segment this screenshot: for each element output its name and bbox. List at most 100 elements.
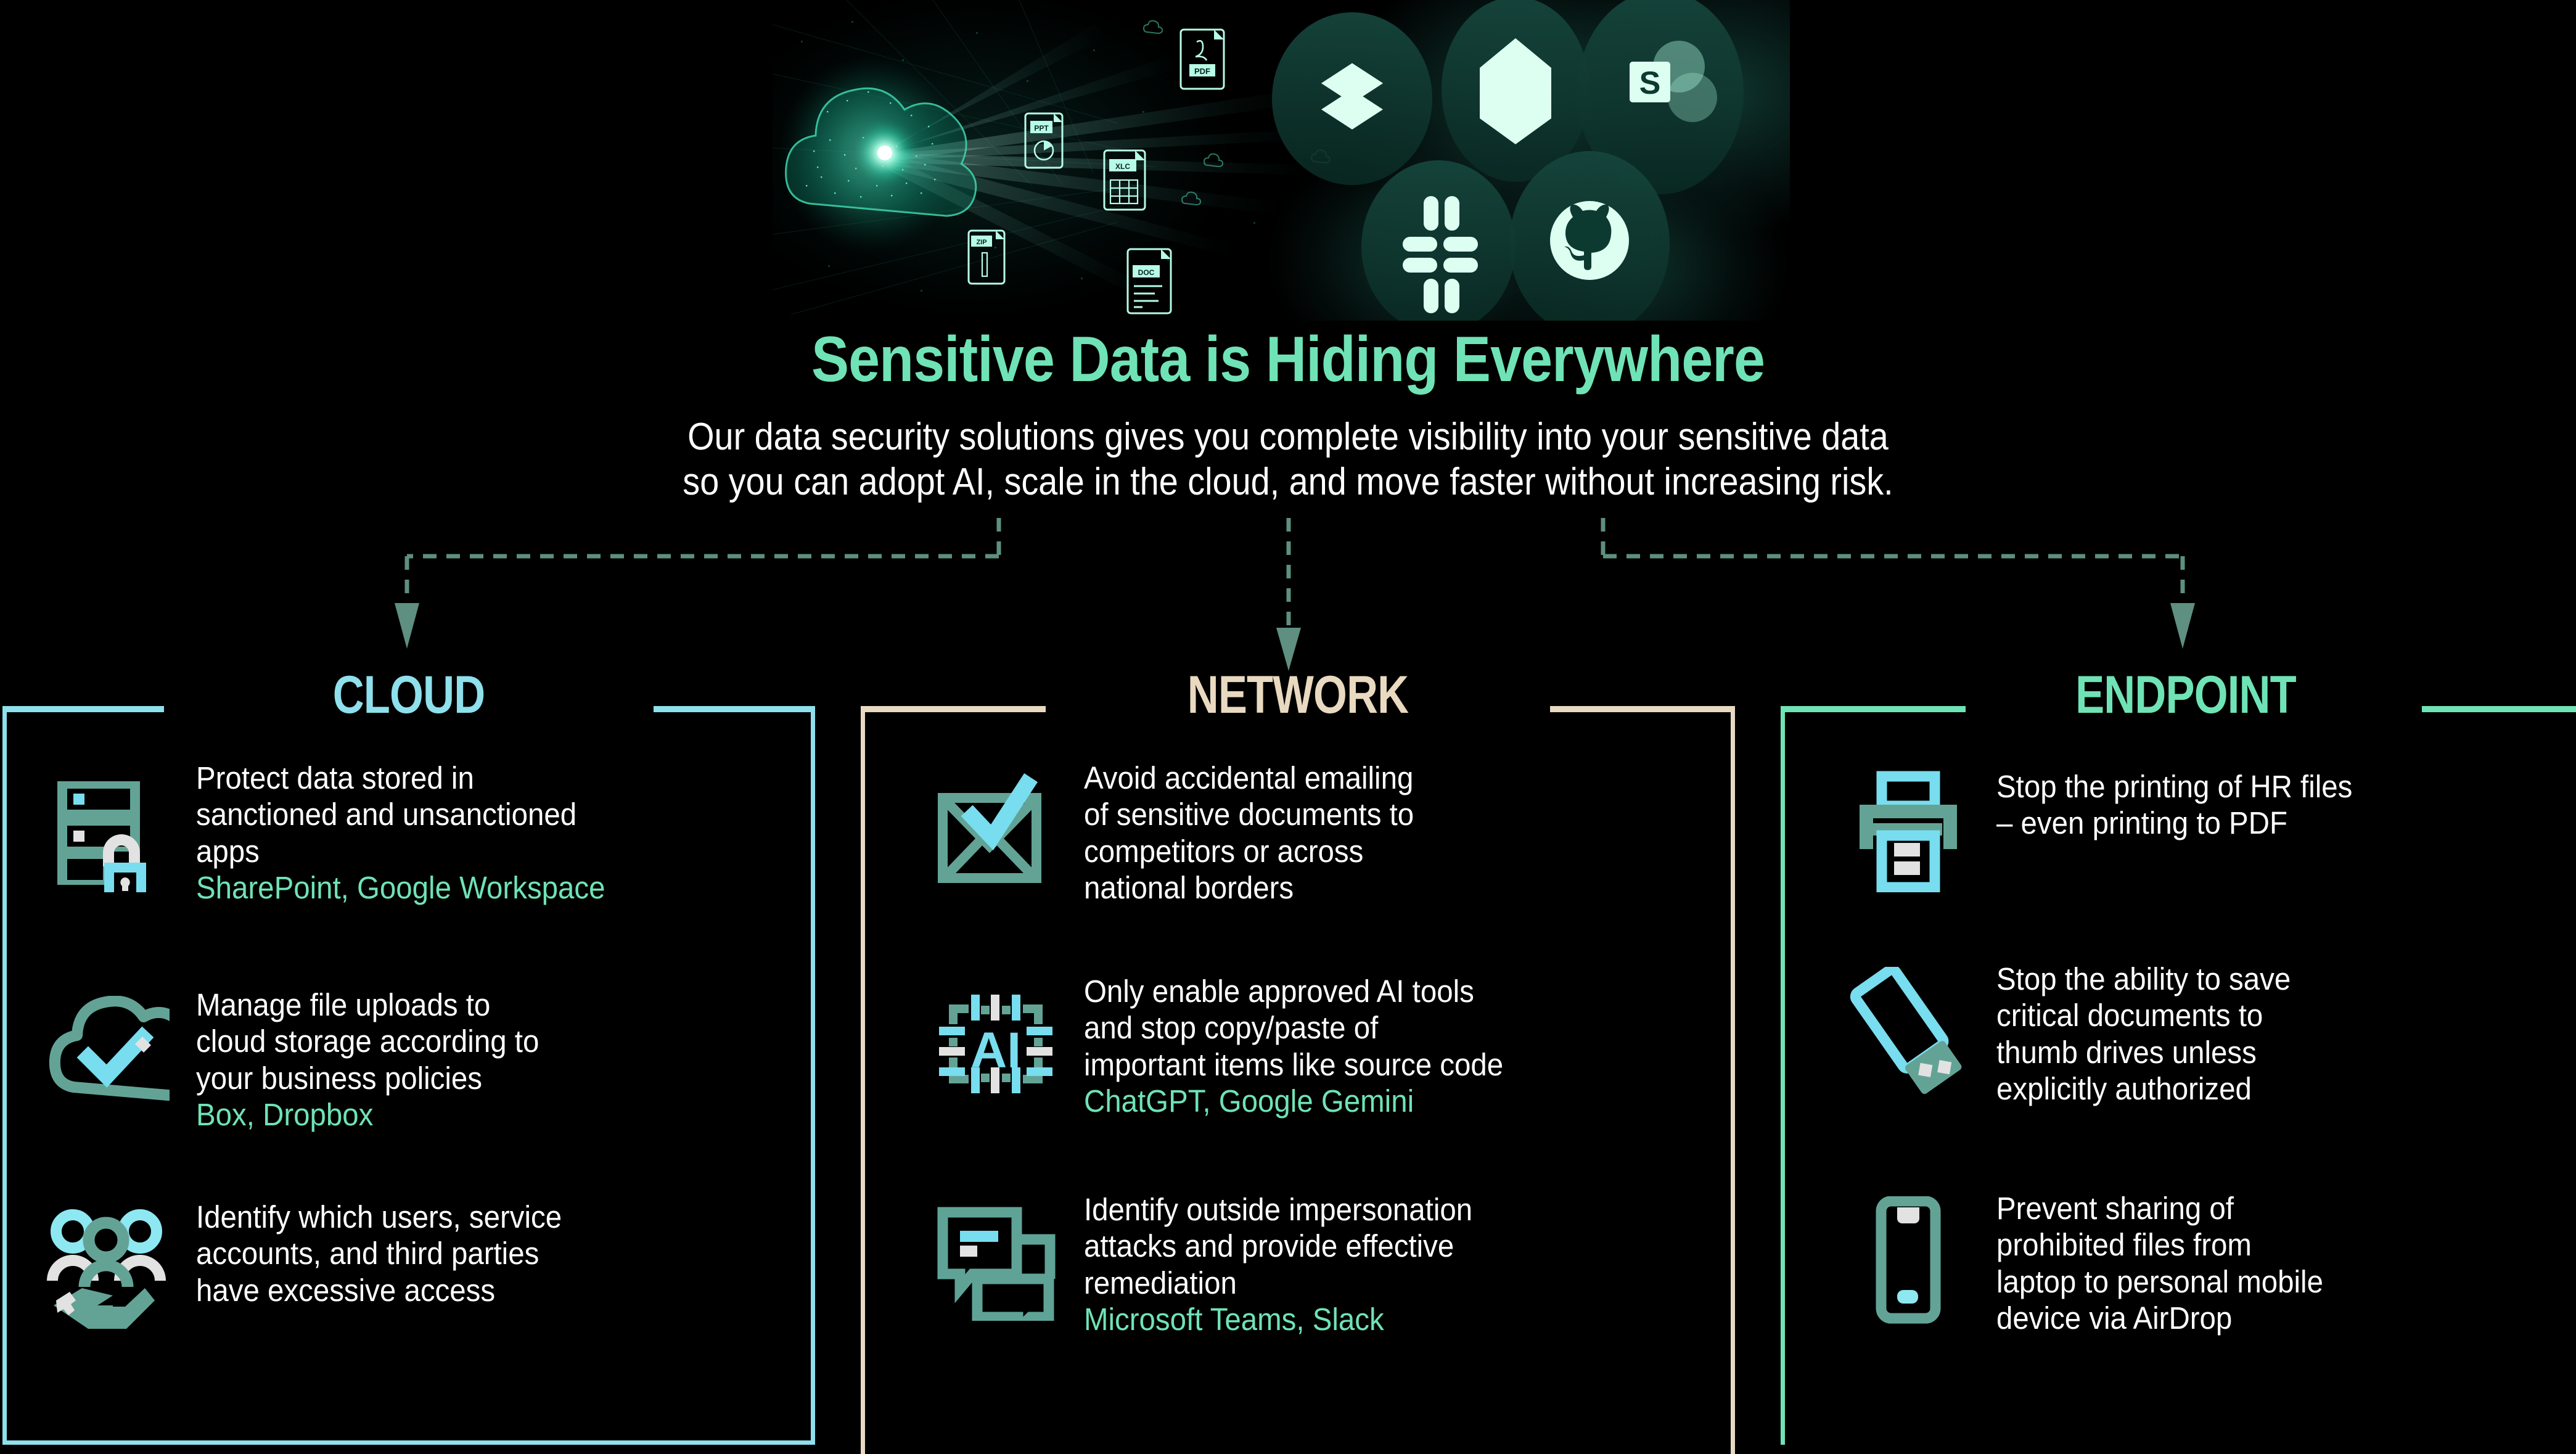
arrowhead-endpoint <box>2170 603 2195 649</box>
endpoint-item-3-text: Prevent sharing of prohibited files from… <box>1996 1190 2323 1337</box>
network-item-2-brands: ChatGPT, Google Gemini <box>1084 1083 1414 1119</box>
ai-chip-icon: AI <box>925 973 1067 1115</box>
endpoint-item-3-line-4: device via AirDrop <box>1996 1300 2233 1336</box>
sharepoint-logo: S <box>1630 41 1717 122</box>
network-column-heading: NETWORK <box>1187 665 1409 725</box>
endpoint-item-2-line-1: Stop the ability to save <box>1996 961 2291 996</box>
arrowhead-network <box>1276 628 1301 671</box>
file-icon-doc: DOC <box>1126 248 1172 314</box>
cloud-item-2-line-2: cloud storage according to <box>196 1024 539 1059</box>
cloud-column-box <box>2 706 815 1445</box>
cloud-item-3-line-1: Identify which users, service <box>196 1199 562 1234</box>
file-icon-pdf: PDF <box>1179 28 1225 90</box>
endpoint-item-2-line-2: critical documents to <box>1996 998 2263 1033</box>
connector-tree <box>0 518 2576 672</box>
endpoint-item-2-line-3: thumb drives unless <box>1996 1034 2257 1070</box>
connector-lines <box>395 518 2195 671</box>
network-item-1-line-2: of sensitive documents to <box>1084 797 1414 832</box>
svg-text:XLC: XLC <box>1115 162 1130 171</box>
network-item-2-line-2: and stop copy/paste of <box>1084 1010 1379 1046</box>
cloud-box-top-right-segment <box>654 706 815 712</box>
cloud-item-1-line-3: apps <box>196 833 260 869</box>
network-box-right-border <box>1731 706 1735 1454</box>
dropbox-logo <box>1321 63 1383 129</box>
cloud-item-2-text: Manage file uploads to cloud storage acc… <box>196 987 539 1133</box>
cloud-item-1-line-2: sanctioned and unsanctioned <box>196 797 577 832</box>
endpoint-item-2-text: Stop the ability to save critical docume… <box>1996 961 2291 1107</box>
endpoint-box-top-left-segment <box>1781 706 1966 712</box>
network-item-2-line-1: Only enable approved AI tools <box>1084 974 1474 1009</box>
endpoint-item-2: Stop the ability to save critical docume… <box>1837 961 2576 1107</box>
server-lock-icon <box>37 760 179 902</box>
ai-chip-label: AI <box>970 1022 1021 1078</box>
svg-text:ZIP: ZIP <box>976 239 987 246</box>
network-box-top-right-segment <box>1550 706 1735 712</box>
cloud-item-1-line-1: Protect data stored in <box>196 760 474 795</box>
endpoint-column-box <box>1781 706 2576 1445</box>
mobile-phone-icon <box>1837 1190 1979 1332</box>
network-item-1-line-1: Avoid accidental emailing <box>1084 760 1414 795</box>
endpoint-item-3-line-1: Prevent sharing of <box>1996 1191 2234 1226</box>
cloud-item-2: Manage file uploads to cloud storage acc… <box>37 987 802 1133</box>
cloud-box-bottom-border <box>2 1440 815 1445</box>
cloud-item-1-text: Protect data stored in sanctioned and un… <box>196 760 605 906</box>
network-item-1-line-4: national borders <box>1084 870 1294 906</box>
cloud-item-3: Identify which users, service accounts, … <box>37 1199 802 1347</box>
endpoint-item-2-line-4: explicitly authorized <box>1996 1071 2252 1107</box>
network-item-2-line-3: important items like source code <box>1084 1046 1504 1082</box>
network-item-1: Avoid accidental emailing of sensitive d… <box>925 760 1726 906</box>
network-item-3-line-1: Identify outside impersonation <box>1084 1192 1473 1227</box>
particle-cloud-icon <box>779 55 977 253</box>
subtitle-line-2: so you can adopt AI, scale in the cloud,… <box>683 461 1893 504</box>
google-drive-logo <box>1480 38 1551 144</box>
endpoint-box-top-right-segment <box>2422 706 2576 712</box>
cloud-item-2-line-1: Manage file uploads to <box>196 987 491 1022</box>
network-item-3-line-2: attacks and provide effective <box>1084 1228 1454 1264</box>
network-item-3: Identify outside impersonation attacks a… <box>925 1191 1726 1338</box>
page-subtitle: Our data security solutions gives you co… <box>129 414 2447 504</box>
network-item-1-text: Avoid accidental emailing of sensitive d… <box>1084 760 1414 906</box>
endpoint-item-1-text: Stop the printing of HR files – even pri… <box>1996 760 2352 842</box>
slack-logo <box>1403 196 1478 313</box>
cloud-item-3-line-2: accounts, and third parties <box>196 1236 539 1271</box>
cloud-item-3-text: Identify which users, service accounts, … <box>196 1199 562 1308</box>
printer-icon <box>1837 760 1979 902</box>
file-icon-zip: ZIP <box>967 229 1006 285</box>
network-item-3-line-3: remediation <box>1084 1265 1237 1300</box>
network-item-2-text: Only enable approved AI tools and stop c… <box>1084 973 1503 1120</box>
network-item-3-text: Identify outside impersonation attacks a… <box>1084 1191 1472 1338</box>
svg-text:PPT: PPT <box>1034 124 1049 133</box>
file-icon-xlc: XLC <box>1103 149 1146 211</box>
slack-glow <box>1361 160 1516 321</box>
file-icon-ppt: PPT <box>1024 112 1064 169</box>
network-item-2: AI Only enable approved AI tools and sto… <box>925 973 1726 1120</box>
svg-text:S: S <box>1639 65 1661 101</box>
cloud-check-icon <box>37 987 179 1110</box>
chat-bubbles-icon <box>925 1191 1067 1333</box>
svg-text:PDF: PDF <box>1194 67 1210 76</box>
svg-text:DOC: DOC <box>1138 268 1155 277</box>
endpoint-item-1: Stop the printing of HR files – even pri… <box>1837 760 2576 902</box>
network-item-1-line-3: competitors or across <box>1084 833 1364 869</box>
usb-drive-icon <box>1837 961 1979 1103</box>
arrowhead-cloud <box>395 603 419 649</box>
endpoint-item-3-line-3: laptop to personal mobile <box>1996 1263 2323 1299</box>
network-item-3-brands: Microsoft Teams, Slack <box>1084 1302 1384 1337</box>
cloud-item-2-brands: Box, Dropbox <box>196 1097 374 1133</box>
subtitle-line-1: Our data security solutions gives you co… <box>687 416 1889 458</box>
endpoint-item-3: Prevent sharing of prohibited files from… <box>1837 1190 2576 1337</box>
cloud-item-3-line-3: have excessive access <box>196 1272 496 1308</box>
cloud-box-right-border <box>811 706 815 1445</box>
endpoint-item-3-line-2: prohibited files from <box>1996 1227 2252 1263</box>
cloud-item-2-line-3: your business policies <box>196 1060 482 1096</box>
hero-image: PDF PPT XLC <box>773 0 1790 321</box>
endpoint-box-left-border <box>1781 706 1785 1445</box>
endpoint-column-heading: ENDPOINT <box>2075 665 2297 725</box>
email-check-icon <box>925 760 1067 902</box>
cloud-box-top-left-segment <box>2 706 164 712</box>
cloud-box-left-border <box>2 706 7 1445</box>
github-logo <box>1550 201 1629 280</box>
hero-graphic: PDF PPT XLC <box>773 0 1744 321</box>
page-title: Sensitive Data is Hiding Everywhere <box>811 324 1765 395</box>
